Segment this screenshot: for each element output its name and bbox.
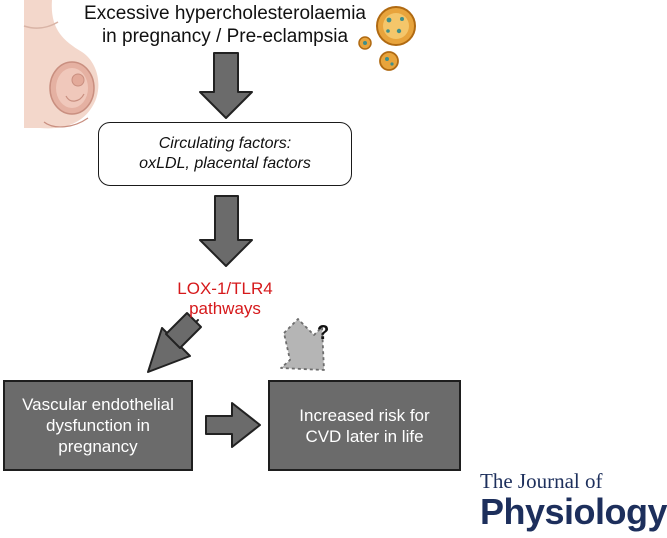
factors-line-1: Circulating factors: [158, 135, 292, 152]
lox-line-2: pathways [189, 299, 261, 318]
question-mark: ? [317, 322, 330, 344]
vascular-line-1: Vascular endothelial [22, 395, 174, 414]
cvd-risk-box: Increased risk for CVD later in life [268, 380, 461, 471]
journal-logo-line-2: Physiology [480, 491, 667, 532]
dashed-arrow-uncertain [280, 318, 325, 371]
arrow-down-2 [199, 195, 253, 267]
diagram-title: Excessive hypercholesterolaemia in pregn… [65, 2, 385, 48]
vascular-line-2: dysfunction in [46, 416, 150, 435]
arrow-diagonal-to-vascular-shaft [165, 312, 202, 349]
cvd-line-2: CVD later in life [305, 426, 424, 446]
pregnant-woman-illustration [23, 0, 99, 129]
arrow-right [205, 402, 261, 448]
circulating-factors-box: Circulating factors: oxLDL, placental fa… [98, 122, 352, 186]
journal-logo-line-1: The Journal of [480, 469, 603, 493]
lox-pathways-label: LOX-1/TLR4 pathways [150, 279, 300, 319]
title-line-2: in pregnancy / Pre-eclampsia [101, 26, 349, 47]
lox-line-1: LOX-1/TLR4 [177, 279, 273, 298]
factors-line-2: oxLDL, placental factors [139, 155, 311, 172]
lipoprotein-particles-illustration [358, 6, 416, 71]
cvd-line-1: Increased risk for [299, 405, 430, 425]
vascular-line-3: pregnancy [58, 437, 138, 456]
journal-logo: The Journal of Physiology [480, 470, 667, 532]
title-line-1: Excessive hypercholesterolaemia [84, 3, 366, 24]
arrow-down-1 [199, 52, 253, 119]
vascular-dysfunction-box: Vascular endothelial dysfunction in preg… [3, 380, 193, 471]
